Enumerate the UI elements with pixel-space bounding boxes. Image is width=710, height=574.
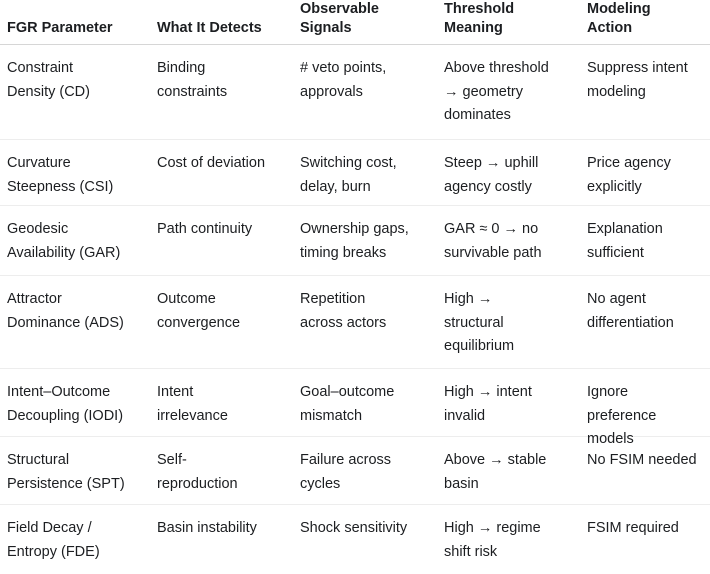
table-row: Constraint Density (CD) Binding constrai… [0,45,710,140]
cell-detects: Self- reproduction [157,452,238,492]
cell-action: No FSIM needed [587,452,697,468]
cell-parameter: Constraint Density (CD) [7,60,90,100]
cell-parameter: Curvature Steepness (CSI) [7,155,114,195]
cell-signals: Switching cost, delay, burn [300,155,397,195]
header-fgr-parameter: FGR Parameter [7,20,113,36]
cell-parameter: Structural Persistence (SPT) [7,452,125,492]
cell-threshold: Above → stable basin [444,452,547,492]
cell-parameter: Attractor Dominance (ADS) [7,291,124,331]
cell-signals: Repetition across actors [300,291,387,331]
cell-threshold: High → intent invalid [444,384,532,424]
cell-parameter: Geodesic Availability (GAR) [7,221,121,261]
table-row: Curvature Steepness (CSI) Cost of deviat… [0,140,710,206]
header-threshold-meaning: Threshold Meaning [444,1,515,36]
cell-action: Price agency explicitly [587,155,671,195]
cell-detects: Basin instability [157,520,257,536]
cell-detects: Intent irrelevance [157,384,228,424]
cell-threshold: Above threshold → geometry dominates [444,60,549,123]
cell-action: FSIM required [587,520,679,536]
table-row: Geodesic Availability (GAR) Path continu… [0,206,710,276]
cell-signals: Ownership gaps, timing breaks [300,221,409,261]
cell-signals: Goal–outcome mismatch [300,384,395,424]
cell-parameter: Field Decay / Entropy (FDE) [7,520,100,560]
cell-detects: Binding constraints [157,60,228,100]
cell-action: No agent differentiation [587,291,674,331]
cell-detects: Cost of deviation [157,155,266,171]
cell-parameter: Intent–Outcome Decoupling (IODI) [7,384,124,424]
cell-threshold: High → structural equilibrium [444,291,515,354]
cell-threshold: Steep → uphill agency costly [444,155,539,195]
table-header-row: FGR Parameter What It Detects Observable… [0,0,710,45]
header-what-it-detects: What It Detects [157,20,262,36]
cell-detects: Outcome convergence [157,291,241,331]
cell-signals: Shock sensitivity [300,520,408,536]
cell-detects: Path continuity [157,221,253,237]
cell-threshold: High → regime shift risk [444,520,541,560]
cell-action: Explanation sufficient [587,221,663,261]
header-modeling-action: Modeling Action [587,1,651,36]
cell-threshold: GAR ≈ 0 → no survivable path [444,221,542,261]
table-row: Attractor Dominance (ADS) Outcome conver… [0,276,710,369]
header-observable-signals: Observable Signals [300,1,379,36]
table-row: Intent–Outcome Decoupling (IODI) Intent … [0,369,710,447]
cell-action: Ignore preference models [587,384,657,447]
cell-signals: Failure across cycles [300,452,392,492]
table-row: Field Decay / Entropy (FDE) Basin instab… [0,505,710,574]
cell-action: Suppress intent modeling [587,60,688,100]
cell-signals: # veto points, approvals [300,60,387,100]
table-row: Structural Persistence (SPT) Self- repro… [0,437,710,505]
